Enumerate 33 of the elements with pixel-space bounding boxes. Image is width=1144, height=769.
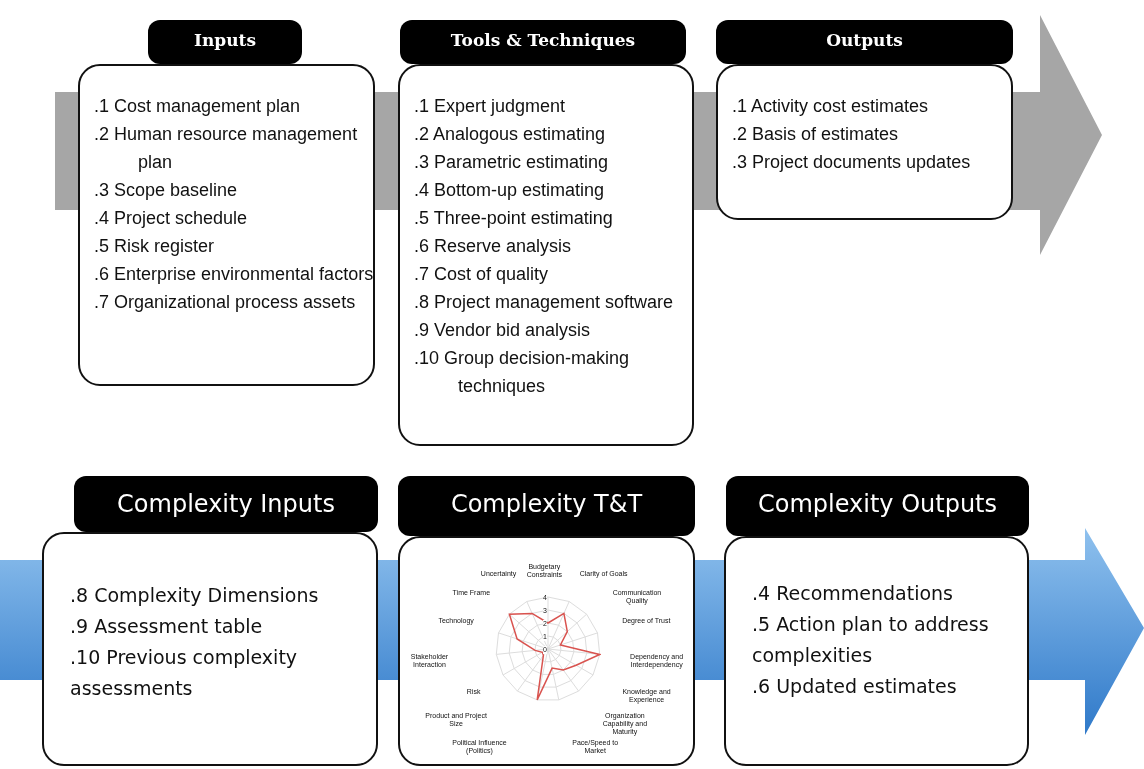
list-item: .6 Reserve analysis	[414, 235, 573, 258]
header-tab: Complexity Outputs	[726, 476, 1029, 536]
list-item: .9 Assessment table	[70, 614, 264, 639]
list-item: .6 Updated estimates	[752, 674, 958, 699]
radar-chart-drawing	[495, 596, 601, 702]
list-item: .9 Vendor bid analysis	[414, 319, 592, 342]
list-item: .5 Three-point estimating	[414, 207, 614, 230]
list-item: .6 Enterprise environmental factors	[94, 263, 374, 286]
list-item: .10 Group decision-making techniques	[414, 347, 631, 398]
header-tab: Complexity T&T	[398, 476, 695, 536]
list-item: .1 Activity cost estimates	[732, 95, 930, 118]
list-item: .10 Previous complexity assessments	[70, 645, 299, 701]
list-item: .7 Cost of quality	[414, 263, 550, 286]
list-item: .2 Human resource management plan	[94, 123, 359, 174]
list-item: .3 Parametric estimating	[414, 151, 610, 174]
list-item: .1 Cost management plan	[94, 95, 302, 118]
list-item: .8 Project management software	[414, 291, 675, 314]
list-item: .7 Organizational process assets	[94, 291, 357, 314]
header-tab: Complexity Inputs	[74, 476, 378, 532]
list-item: .4 Recommendations	[752, 581, 955, 606]
list-item: .1 Expert judgment	[414, 95, 567, 118]
list-item: .5 Action plan to address complexities	[752, 612, 990, 668]
list-item: .8 Complexity Dimensions	[70, 583, 320, 608]
list-item: .2 Analogous estimating	[414, 123, 607, 146]
list-item: .2 Basis of estimates	[732, 123, 900, 146]
header-tab: Inputs	[148, 20, 302, 64]
list-item: .3 Scope baseline	[94, 179, 239, 202]
list-item: .4 Project schedule	[94, 207, 249, 230]
list-item: .5 Risk register	[94, 235, 216, 258]
header-tab: Outputs	[716, 20, 1013, 64]
list-item: .3 Project documents updates	[732, 151, 972, 174]
list-item: .4 Bottom-up estimating	[414, 179, 606, 202]
header-tab: Tools & Techniques	[400, 20, 686, 64]
